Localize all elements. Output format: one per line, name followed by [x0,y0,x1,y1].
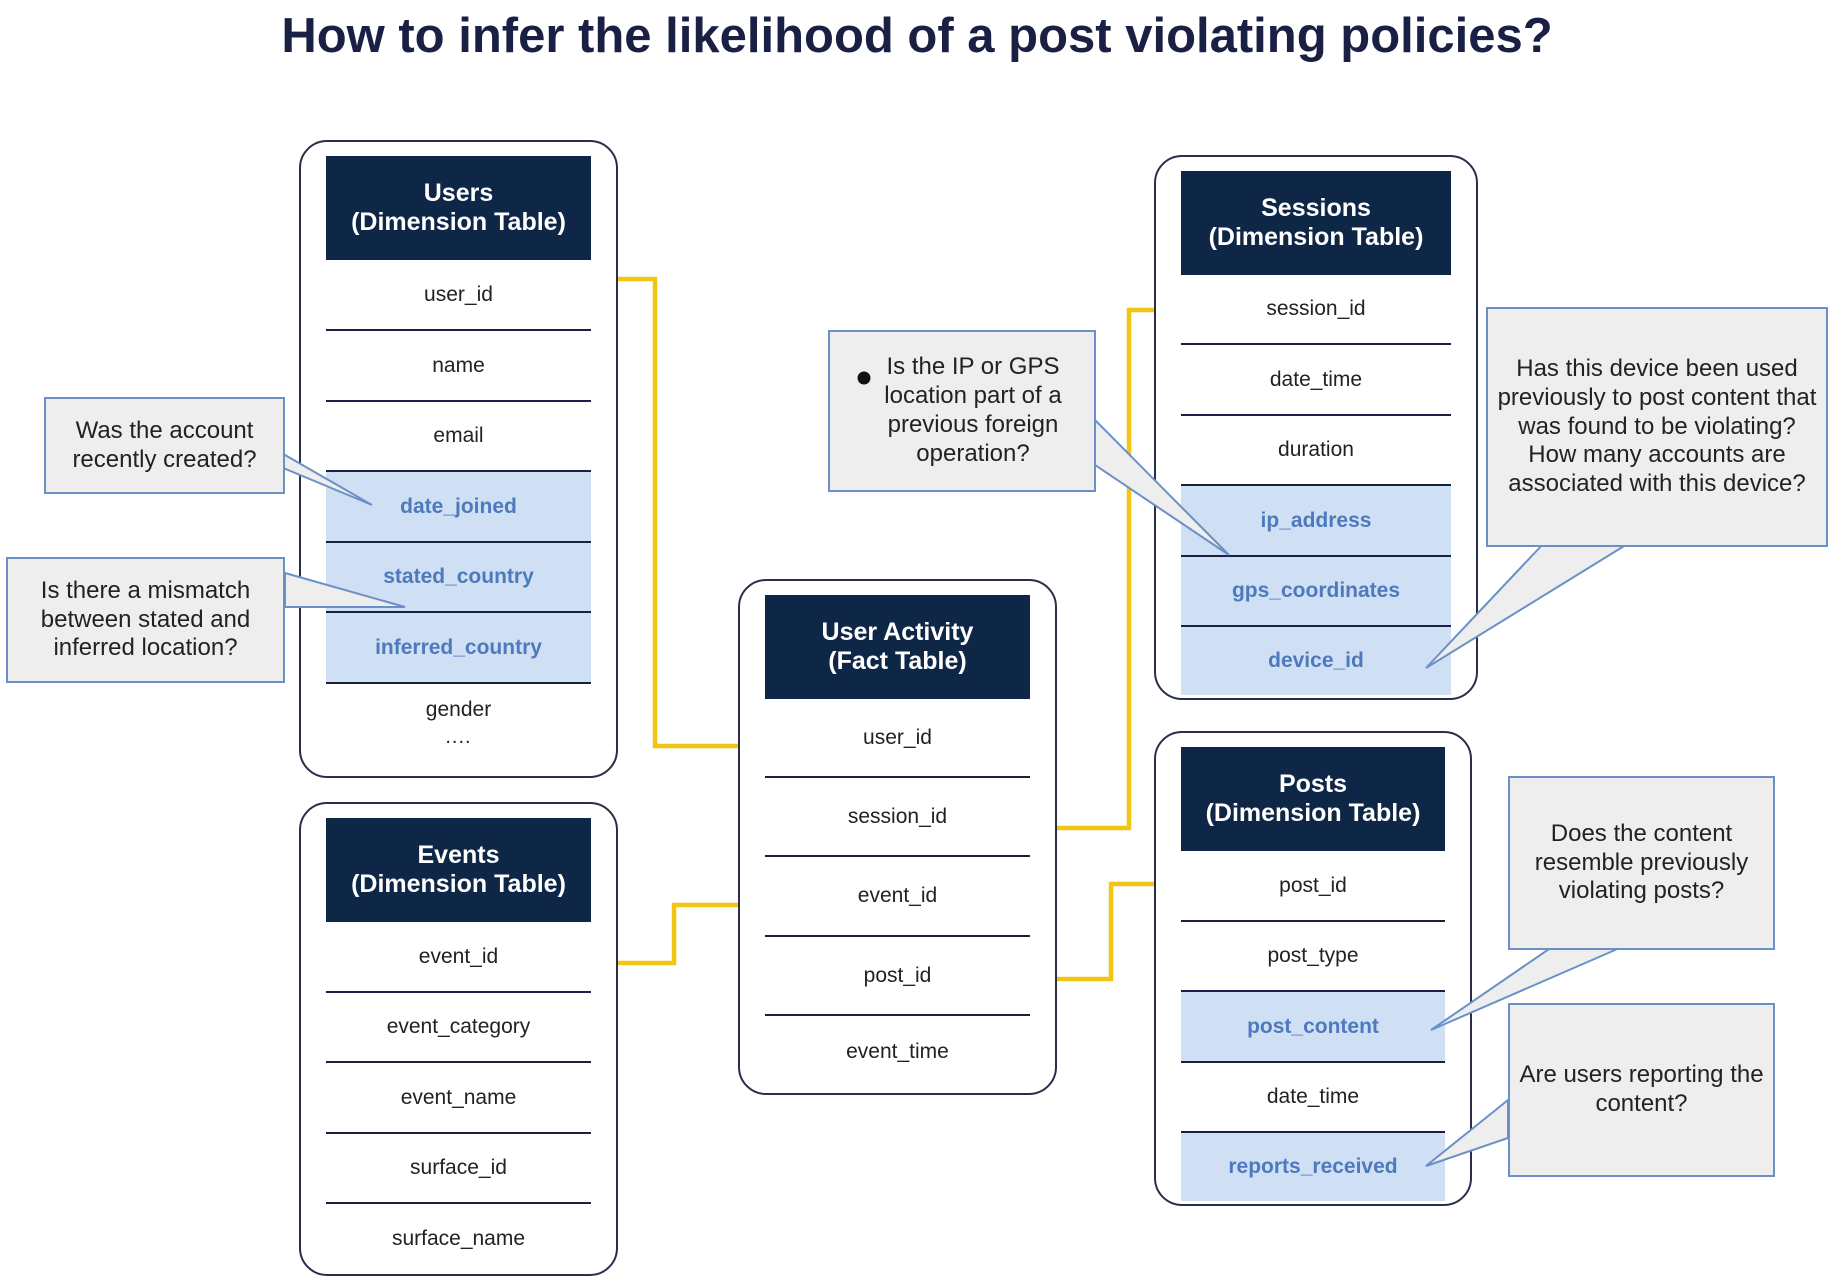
bullet-dot-icon [857,371,871,385]
users-field-date-joined: date_joined [326,472,591,543]
users-table-header: Users (Dimension Table) [326,156,591,260]
user-activity-field-user-id: user_id [765,699,1030,778]
callout-account-created: Was the account recently created? [44,397,285,494]
user-activity-table-title: User Activity [821,617,974,646]
callout-content: Does the content resemble previously vio… [1508,776,1775,950]
users-field-user-id: user_id [326,260,591,331]
sessions-table-title: Sessions [1261,193,1371,222]
user-activity-table-subtitle: (Fact Table) [828,647,967,675]
posts-table-title: Posts [1278,769,1348,798]
callout-ip-gps: Is the IP or GPS location part of a prev… [828,330,1096,492]
user-activity-field-post-id: post_id [765,937,1030,1016]
sessions-field-duration: duration [1181,416,1451,486]
posts-field-date-time: date_time [1181,1063,1445,1133]
users-table-subtitle: (Dimension Table) [351,208,566,236]
connector-post-id [1024,881,1187,982]
events-table-title: Events [417,840,500,869]
sessions-table-header: Sessions (Dimension Table) [1181,171,1451,275]
callout-device: Has this device been used previously to … [1486,307,1828,547]
users-table-title: Users [423,178,494,207]
events-field-surface-id: surface_id [326,1134,591,1204]
users-table: Users (Dimension Table) user_id name ema… [299,140,618,778]
sessions-table: Sessions (Dimension Table) session_id da… [1154,155,1478,700]
sessions-table-subtitle: (Dimension Table) [1208,223,1424,251]
posts-field-post-type: post_type [1181,922,1445,992]
user-activity-field-event-id: event_id [765,857,1030,937]
events-field-surface-name: surface_name [391,1227,526,1250]
events-field-event-id: event_id [326,922,591,993]
sessions-field-device-id: device_id [1181,627,1451,695]
posts-table-subtitle: (Dimension Table) [1205,799,1421,827]
user-activity-table-header: User Activity (Fact Table) [765,595,1030,699]
callout-reports: Are users reporting the content? [1508,1003,1775,1177]
users-field-email: email [326,402,591,472]
sessions-field-session-id: session_id [1181,275,1451,345]
users-field-inferred-country: inferred_country [326,613,591,684]
users-field-gender: gender [425,698,492,721]
callout-location-mismatch: Is there a mismatch between stated and i… [6,557,285,683]
user-activity-field-session-id: session_id [765,778,1030,857]
events-table-header: Events (Dimension Table) [326,818,591,922]
posts-table: Posts (Dimension Table) post_id post_typ… [1154,731,1472,1206]
events-field-event-name: event_name [326,1063,591,1134]
posts-field-reports-received: reports_received [1181,1133,1445,1201]
users-more-indicator: .... [445,726,472,748]
callout-tail-location-mismatch [284,571,406,608]
events-table: Events (Dimension Table) event_id event_… [299,802,618,1276]
posts-field-post-id: post_id [1181,851,1445,922]
page-title: How to infer the likelihood of a post vi… [281,9,1553,63]
user-activity-table: User Activity (Fact Table) user_id sessi… [738,579,1057,1095]
user-activity-field-event-time: event_time [846,1040,949,1063]
sessions-field-gps-coordinates: gps_coordinates [1181,557,1451,627]
events-table-subtitle: (Dimension Table) [351,870,566,898]
events-field-event-category: event_category [326,993,591,1063]
sessions-field-date-time: date_time [1181,345,1451,416]
connector-event-id [580,902,788,966]
users-field-name: name [326,331,591,402]
posts-field-post-content: post_content [1181,992,1445,1063]
posts-table-header: Posts (Dimension Table) [1181,747,1445,851]
sessions-field-ip-address: ip_address [1181,486,1451,557]
